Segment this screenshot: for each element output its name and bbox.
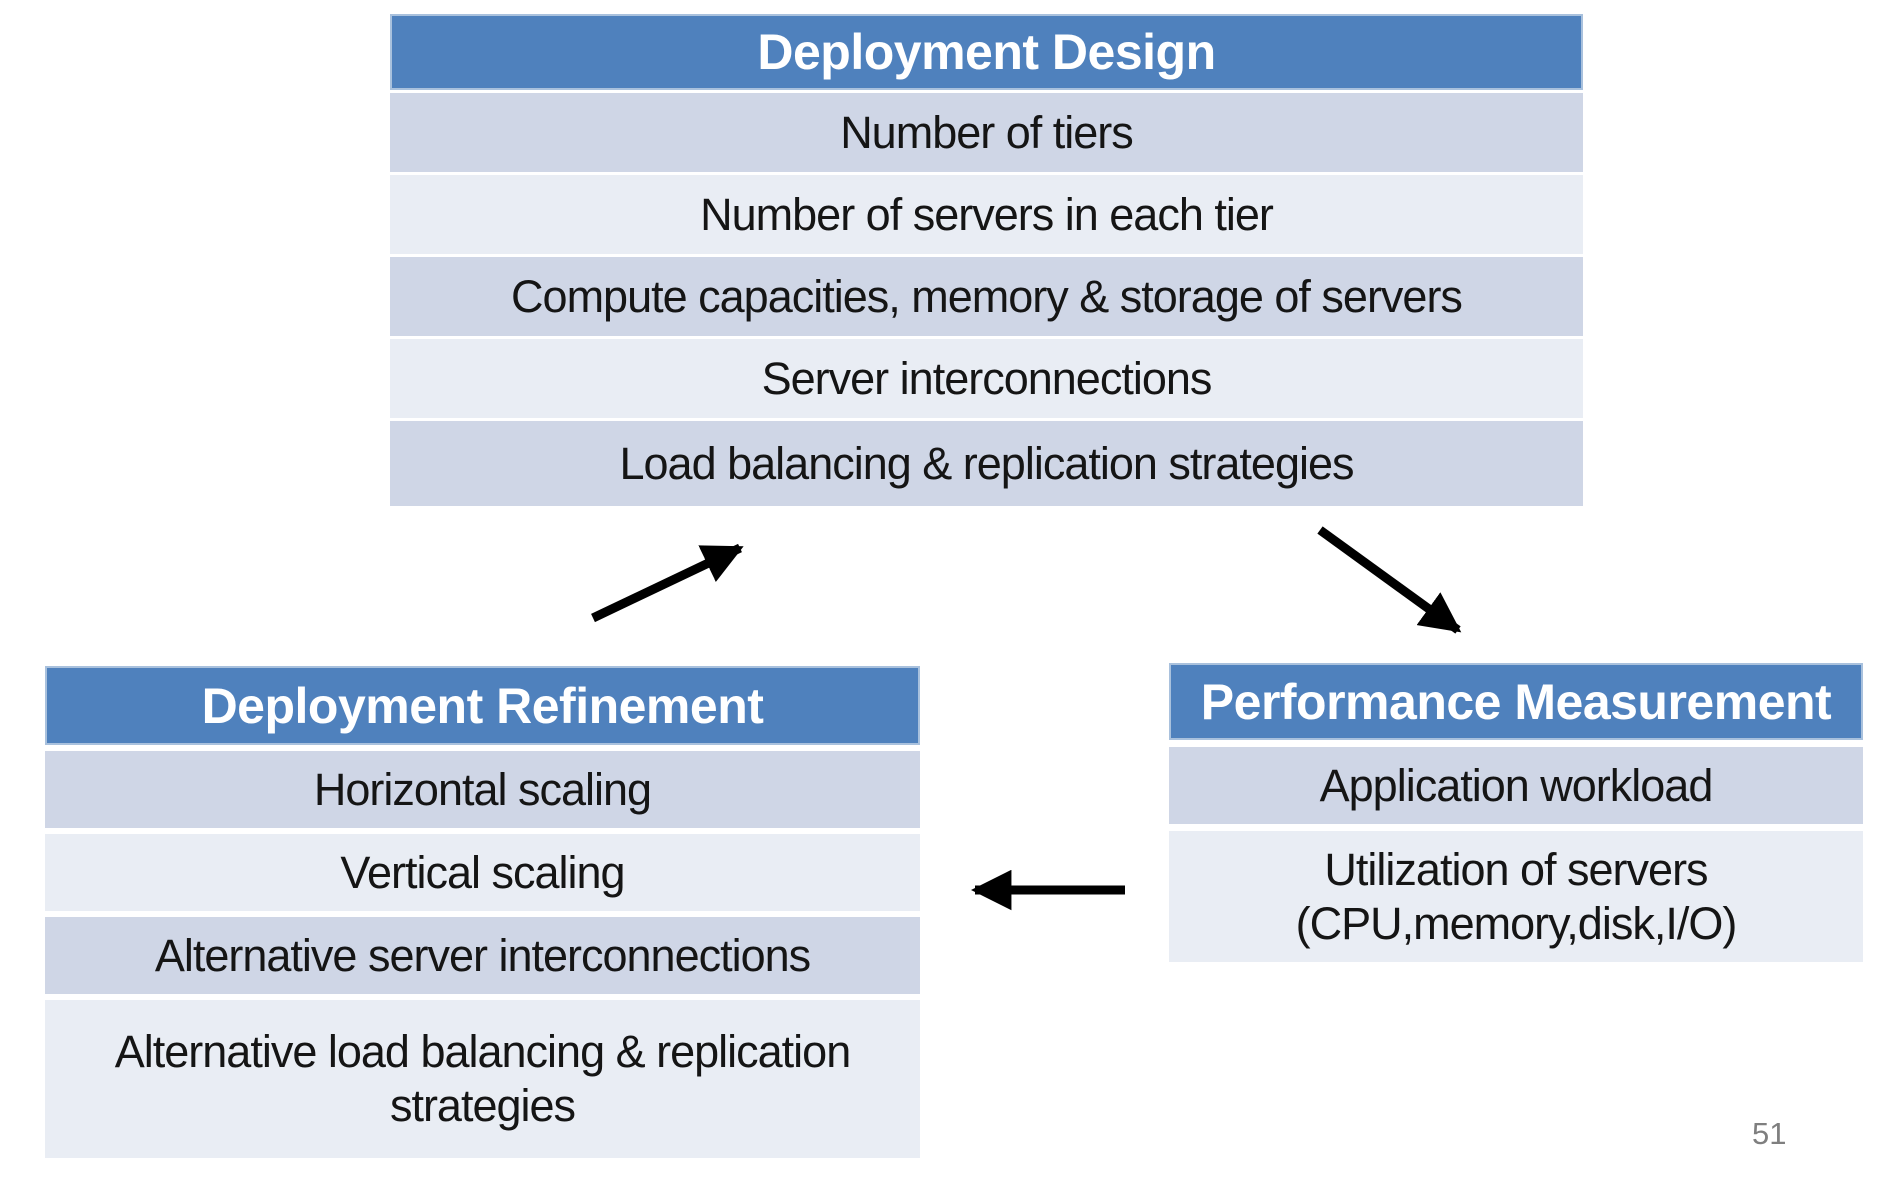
table-row: Number of servers in each tier — [390, 175, 1583, 254]
table-row: Compute capacities, memory & storage of … — [390, 257, 1583, 336]
deployment-refinement-table: Deployment Refinement Horizontal scaling… — [45, 666, 920, 1158]
refinement-to-design-arrow — [591, 543, 744, 623]
table-row: Alternative server interconnections — [45, 917, 920, 994]
design-to-measurement-arrow — [1317, 526, 1462, 634]
table-row: Load balancing & replication strategies — [390, 421, 1583, 506]
table-row: Server interconnections — [390, 339, 1583, 418]
table-row: Application workload — [1169, 747, 1863, 824]
deployment-refinement-header: Deployment Refinement — [45, 666, 920, 745]
table-row: Horizontal scaling — [45, 751, 920, 828]
table-row: Number of tiers — [390, 93, 1583, 172]
deployment-design-table: Deployment Design Number of tiers Number… — [390, 14, 1583, 506]
page-number: 51 — [1752, 1116, 1787, 1151]
table-row: Utilization of servers (CPU,memory,disk,… — [1169, 831, 1863, 962]
table-row: Vertical scaling — [45, 834, 920, 911]
deployment-design-header: Deployment Design — [390, 14, 1583, 90]
performance-measurement-header: Performance Measurement — [1169, 663, 1863, 740]
table-row: Alternative load balancing & replication… — [45, 1000, 920, 1158]
performance-measurement-table: Performance Measurement Application work… — [1169, 663, 1863, 962]
